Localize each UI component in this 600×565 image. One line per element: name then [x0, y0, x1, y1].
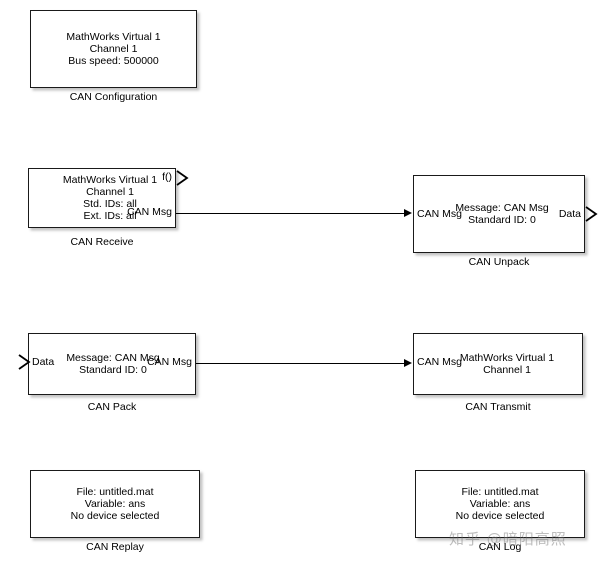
wire-head-pack-to-transmit	[404, 359, 412, 367]
block-text-can-unpack: Message: CAN Msg Standard ID: 0	[455, 201, 549, 226]
block-can-pack[interactable]: Message: CAN Msg Standard ID: 0	[28, 333, 196, 395]
watermark: 知乎 @暗阳高照	[449, 530, 567, 548]
wire-pack-to-transmit[interactable]	[196, 363, 406, 365]
wire-head-receive-to-unpack	[404, 209, 412, 217]
port-label-can-transmit-in: CAN Msg	[417, 356, 462, 368]
block-body-can-receive: MathWorks Virtual 1 Channel 1 Std. IDs: …	[29, 169, 175, 227]
block-can-transmit[interactable]: MathWorks Virtual 1 Channel 1	[413, 333, 583, 395]
port-label-can-receive-fcn: f()	[162, 171, 172, 183]
caption-can-configuration: CAN Configuration	[69, 91, 158, 103]
caption-can-unpack: CAN Unpack	[468, 256, 530, 268]
block-can-unpack[interactable]: Message: CAN Msg Standard ID: 0	[413, 175, 585, 253]
caption-can-log: CAN Log	[478, 541, 522, 553]
block-text-can-pack: Message: CAN Msg Standard ID: 0	[66, 351, 160, 376]
block-body-can-configuration: MathWorks Virtual 1 Channel 1 Bus speed:…	[31, 11, 196, 87]
block-text-can-log: File: untitled.mat Variable: ans No devi…	[455, 485, 545, 523]
port-label-can-pack-in: Data	[32, 356, 55, 368]
block-can-receive[interactable]: MathWorks Virtual 1 Channel 1 Std. IDs: …	[28, 168, 176, 228]
port-label-can-receive-out: CAN Msg	[127, 206, 172, 218]
block-text-can-transmit: MathWorks Virtual 1 Channel 1	[459, 351, 555, 376]
caption-can-replay: CAN Replay	[86, 541, 144, 553]
wire-receive-to-unpack[interactable]	[176, 213, 406, 215]
caption-can-receive: CAN Receive	[70, 236, 134, 248]
port-label-can-pack-out: CAN Msg	[147, 356, 192, 368]
block-body-can-log: File: untitled.mat Variable: ans No devi…	[416, 471, 584, 537]
block-text-can-replay: File: untitled.mat Variable: ans No devi…	[70, 485, 160, 523]
block-text-can-receive: MathWorks Virtual 1 Channel 1 Std. IDs: …	[62, 173, 158, 223]
block-body-can-pack: Message: CAN Msg Standard ID: 0	[29, 334, 195, 394]
block-can-log[interactable]: File: untitled.mat Variable: ans No devi…	[415, 470, 585, 538]
block-body-can-transmit: MathWorks Virtual 1 Channel 1	[414, 334, 582, 394]
caption-can-transmit: CAN Transmit	[465, 401, 531, 413]
port-label-can-unpack-out: Data	[558, 208, 581, 220]
block-body-can-unpack: Message: CAN Msg Standard ID: 0	[414, 176, 584, 252]
port-label-can-unpack-in: CAN Msg	[417, 208, 462, 220]
block-can-replay[interactable]: File: untitled.mat Variable: ans No devi…	[30, 470, 200, 538]
block-text-can-configuration: MathWorks Virtual 1 Channel 1 Bus speed:…	[66, 30, 161, 68]
block-can-configuration[interactable]: MathWorks Virtual 1 Channel 1 Bus speed:…	[30, 10, 197, 88]
caption-can-pack: CAN Pack	[87, 401, 137, 413]
block-body-can-replay: File: untitled.mat Variable: ans No devi…	[31, 471, 199, 537]
